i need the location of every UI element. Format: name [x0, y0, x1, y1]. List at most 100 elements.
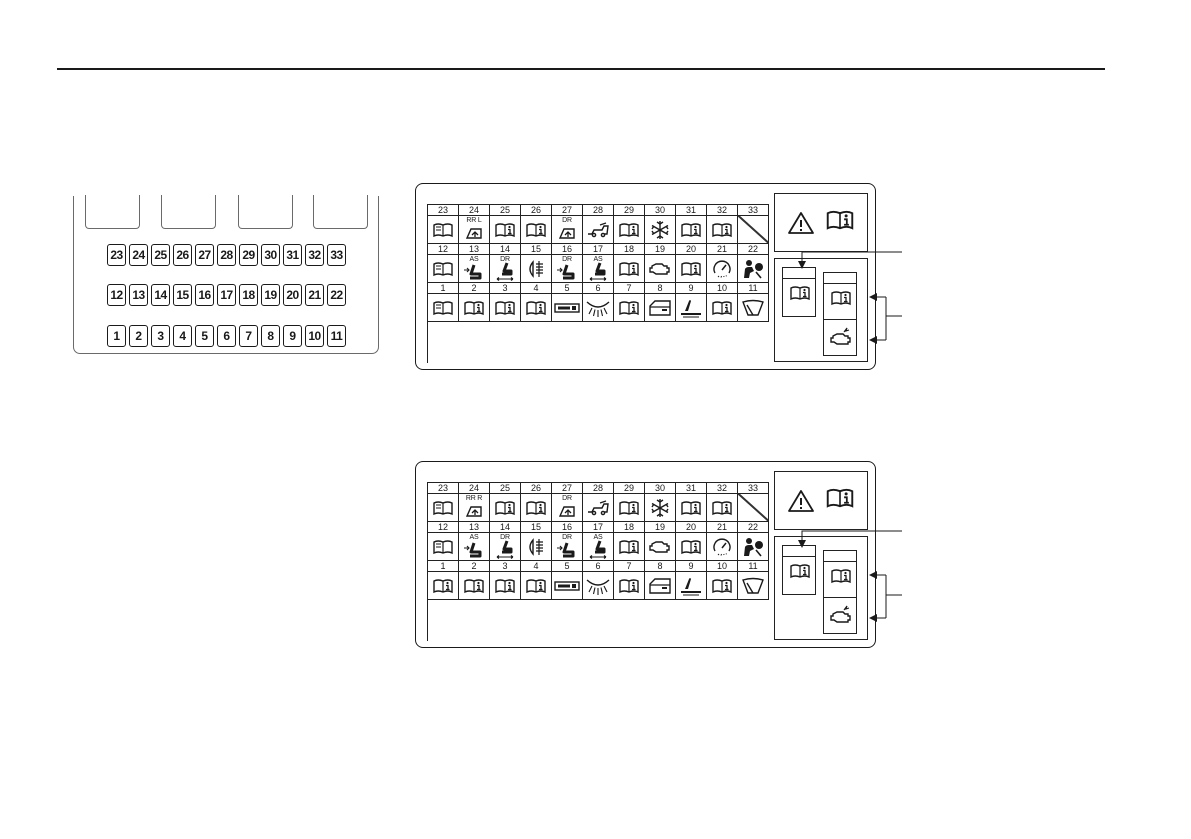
fuse-24: 24	[129, 244, 148, 266]
fuse-number-17: 17	[583, 522, 614, 533]
fuse-27: 27	[195, 244, 214, 266]
fuse-number-28: 28	[583, 483, 614, 494]
fuse-label-cell	[428, 572, 459, 600]
fuse-label-cell: DR	[552, 494, 583, 522]
fuse-label-cell: AS	[583, 533, 614, 561]
fuse-number-31: 31	[676, 483, 707, 494]
seat-slide-icon	[587, 262, 609, 282]
fuse-26: 26	[173, 244, 192, 266]
fuse-number-24: 24	[459, 205, 490, 216]
manual-icon	[463, 300, 485, 316]
fuse-label-cell	[676, 572, 707, 600]
seat-heater-icon	[679, 576, 703, 596]
cell-label: AS	[469, 534, 479, 541]
manual-info-icon	[789, 563, 811, 584]
fuse-number-8: 8	[645, 561, 676, 572]
manual-icon	[494, 578, 516, 594]
fuse-number-26: 26	[521, 205, 552, 216]
fuse-30: 30	[261, 244, 280, 266]
fuse-label-cell	[521, 255, 552, 283]
fuse-label-cell	[738, 255, 769, 283]
fuse-16: 16	[195, 284, 214, 306]
manual-icon	[711, 222, 733, 238]
fuse-label-cell	[521, 572, 552, 600]
fuse-label-cell: AS	[459, 533, 490, 561]
seat-slide-icon	[494, 262, 516, 282]
legend-box	[774, 193, 868, 252]
fuse-number-10: 10	[707, 561, 738, 572]
manual-icon	[680, 500, 702, 516]
fog-light-icon	[525, 537, 547, 556]
manual-icon	[680, 222, 702, 238]
fuse-25: 25	[151, 244, 170, 266]
mirror-icon	[557, 226, 577, 240]
wiper-icon	[741, 577, 765, 595]
fuse-number-20: 20	[676, 244, 707, 255]
cell-label: DR	[562, 495, 572, 502]
fuse-21: 21	[305, 284, 324, 306]
manual-icon	[494, 300, 516, 316]
fuse-label-cell	[645, 216, 676, 244]
manual-icon	[711, 300, 733, 316]
fuse-5: 5	[195, 325, 214, 347]
car-trunk-icon	[586, 499, 610, 516]
fuse-22: 22	[327, 284, 346, 306]
cell-label: AS	[593, 256, 603, 263]
fuse-number-31: 31	[676, 205, 707, 216]
fuse-label-cell: DR	[552, 255, 583, 283]
manual-icon	[494, 500, 516, 516]
fuse-number-19: 19	[645, 244, 676, 255]
engine-icon	[828, 327, 854, 354]
fuse-4: 4	[173, 325, 192, 347]
fuse-number-13: 13	[459, 522, 490, 533]
car-trunk-icon	[586, 221, 610, 238]
fuse-number-29: 29	[614, 205, 645, 216]
fuse-number-26: 26	[521, 483, 552, 494]
spare-fuse-slot	[782, 545, 816, 595]
manual-icon	[525, 222, 547, 238]
fuse-label-cell	[583, 294, 614, 322]
spare-fuse-slot	[782, 267, 816, 317]
fuse-number-5: 5	[552, 283, 583, 294]
fuse-block-tab	[313, 195, 368, 229]
fuse-label-cell	[707, 533, 738, 561]
manual-icon	[618, 500, 640, 516]
fuse-label-cell	[707, 572, 738, 600]
fuse-number-25: 25	[490, 483, 521, 494]
fuse-label-cell	[583, 494, 614, 522]
fuse-15: 15	[173, 284, 192, 306]
fuse-number-32: 32	[707, 205, 738, 216]
fuse-28: 28	[217, 244, 236, 266]
fuse-17: 17	[217, 284, 236, 306]
fuse-18: 18	[239, 284, 258, 306]
manual-info-icon	[825, 209, 855, 236]
fuse-number-16: 16	[552, 244, 583, 255]
engine-icon	[648, 539, 672, 555]
manual-icon	[618, 261, 640, 277]
fuse-number-7: 7	[614, 561, 645, 572]
header-rule	[57, 68, 1105, 70]
fuse-number-4: 4	[521, 283, 552, 294]
fuse-19: 19	[261, 284, 280, 306]
manual-icon	[432, 578, 454, 594]
fog-light-icon	[525, 259, 547, 278]
fuse-number-18: 18	[614, 522, 645, 533]
fuse-label-cell: DR	[490, 255, 521, 283]
fuse-label-cell: DR	[552, 216, 583, 244]
cell-label: RR R	[465, 495, 483, 502]
fuse-label-cell	[738, 533, 769, 561]
fuse-label-cell	[428, 294, 459, 322]
seat-recline-icon	[463, 541, 485, 559]
fuse-number-14: 14	[490, 244, 521, 255]
fuse-31: 31	[283, 244, 302, 266]
fuse-number-3: 3	[490, 283, 521, 294]
fuse-label-cell	[707, 216, 738, 244]
fuse-number-33: 33	[738, 483, 769, 494]
fuse-block-tab	[85, 195, 140, 229]
fuse-number-15: 15	[521, 522, 552, 533]
manual-icon	[494, 222, 516, 238]
fuse-number-12: 12	[428, 244, 459, 255]
